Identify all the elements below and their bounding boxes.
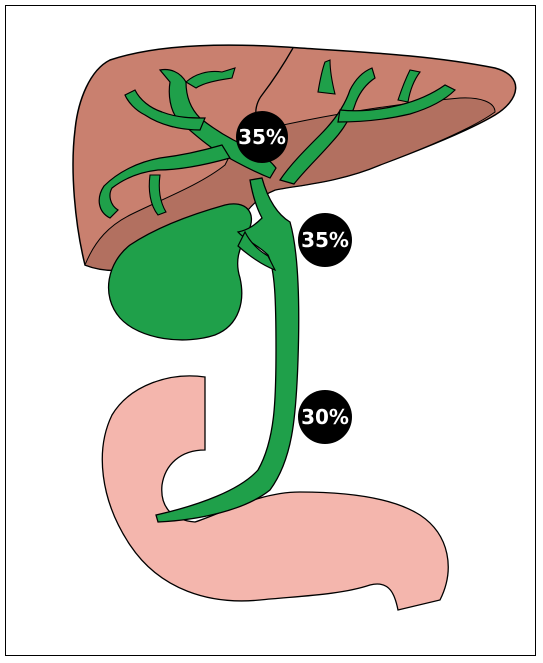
percentage-badge-middle: 35%: [298, 213, 352, 267]
liver: [73, 45, 516, 270]
percentage-label-upper: 35%: [238, 125, 286, 149]
percentage-label-middle: 35%: [301, 228, 349, 252]
percentage-badge-upper: 35%: [236, 111, 288, 163]
percentage-label-lower: 30%: [301, 405, 349, 429]
percentage-badge-lower: 30%: [298, 390, 352, 444]
